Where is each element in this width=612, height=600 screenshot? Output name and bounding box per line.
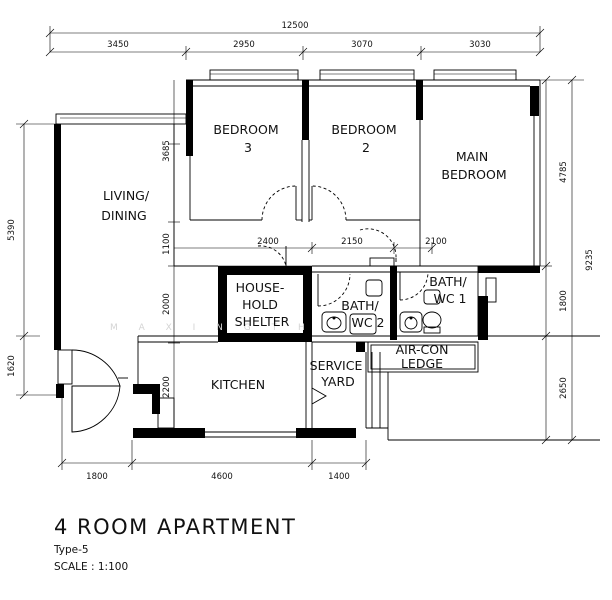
dim-left-inner-4: 2200 bbox=[162, 376, 172, 398]
dim-left-inner-3: 2000 bbox=[162, 293, 172, 315]
doors bbox=[71, 185, 429, 433]
room-label-service-yard: SERVICE YARD bbox=[310, 358, 367, 389]
plan-scale: SCALE : 1:100 bbox=[54, 561, 128, 573]
room-label-bedroom-2: BEDROOM 2 bbox=[331, 122, 400, 155]
dim-right-inner-3: 2650 bbox=[559, 377, 569, 399]
room-label-aircon-ledge: AIR-CON LEDGE bbox=[396, 342, 453, 371]
dim-mid-2: 2150 bbox=[341, 237, 363, 247]
dim-left-outer-1: 5390 bbox=[7, 219, 17, 241]
dim-right-inner-1: 4785 bbox=[559, 161, 569, 183]
dim-top-1: 3450 bbox=[107, 40, 129, 50]
dim-top-total: 12500 bbox=[281, 21, 308, 31]
room-label-bath-wc-1: BATH/ WC 1 bbox=[429, 274, 470, 306]
room-label-main-bedroom: MAIN BEDROOM bbox=[441, 149, 506, 182]
dim-top-3: 3070 bbox=[351, 40, 373, 50]
dim-bottom-2: 4600 bbox=[211, 472, 233, 482]
plan-type: Type-5 bbox=[53, 544, 89, 556]
dim-left-inner-2: 1100 bbox=[162, 233, 172, 255]
room-label-living-dining: LIVING/ DINING bbox=[101, 188, 153, 223]
watermark: M A X I N G T H bbox=[110, 323, 314, 333]
toilet-icon bbox=[365, 279, 383, 297]
room-label-bedroom-3: BEDROOM 3 bbox=[213, 122, 282, 155]
basin-icon bbox=[399, 311, 423, 333]
dimension-lines bbox=[16, 26, 584, 470]
plan-title: 4 ROOM APARTMENT bbox=[54, 515, 296, 539]
dim-top-4: 3030 bbox=[469, 40, 491, 50]
title-block: 4 ROOM APARTMENT Type-5 SCALE : 1:100 bbox=[53, 515, 296, 573]
walls bbox=[54, 69, 600, 441]
toilet-icon bbox=[422, 311, 442, 329]
dim-right-inner-2: 1800 bbox=[559, 290, 569, 312]
room-label-kitchen: KITCHEN bbox=[211, 377, 265, 392]
basin-icon bbox=[321, 311, 347, 333]
dim-left-inner-1: 3685 bbox=[162, 140, 172, 162]
dim-top-2: 2950 bbox=[233, 40, 255, 50]
dim-right-total: 9235 bbox=[585, 249, 595, 271]
room-label-bath-wc-2: BATH/ WC 2 bbox=[341, 298, 384, 330]
dim-bottom-1: 1800 bbox=[86, 472, 108, 482]
dim-left-outer-2: 1620 bbox=[7, 355, 17, 377]
room-labels: BEDROOM 3 BEDROOM 2 MAIN BEDROOM LIVING/… bbox=[101, 122, 506, 392]
dim-mid-1: 2400 bbox=[257, 237, 279, 247]
toilet-icon bbox=[423, 289, 441, 305]
room-label-household-shelter: HOUSE- HOLD SHELTER bbox=[235, 280, 290, 329]
dimension-labels: 12500 3450 2950 3070 3030 2400 2150 2100… bbox=[7, 21, 595, 482]
dim-bottom-3: 1400 bbox=[328, 472, 350, 482]
shower-tray-icon bbox=[349, 313, 377, 335]
fixtures bbox=[321, 279, 442, 335]
dim-mid-3: 2100 bbox=[425, 237, 447, 247]
